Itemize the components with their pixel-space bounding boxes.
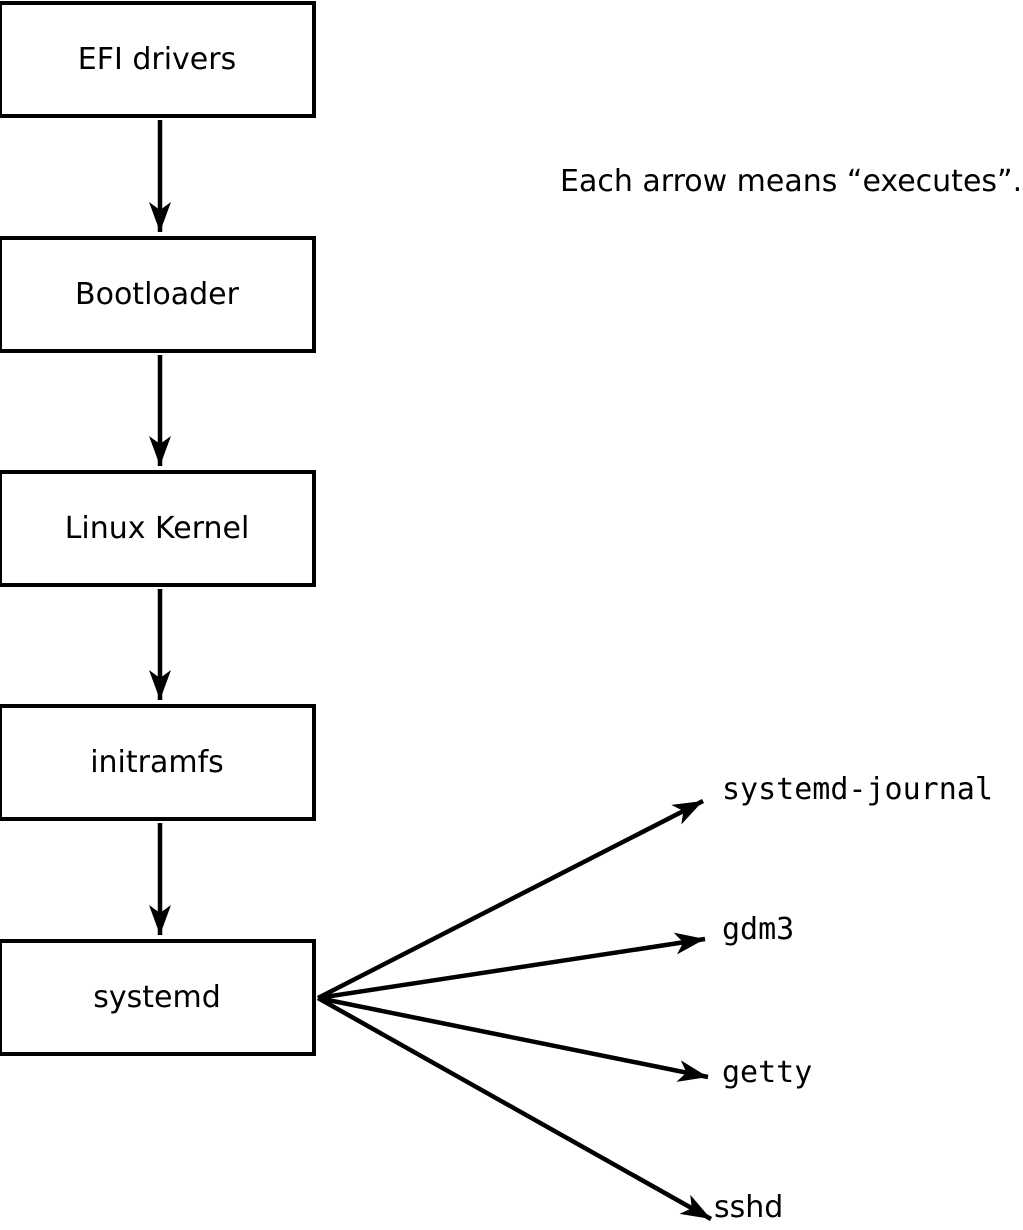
target-gdm3: gdm3 [722, 912, 795, 947]
node-initramfs-label: initramfs [90, 744, 224, 780]
arrow-meaning-note: Each arrow means “executes”. [560, 164, 1023, 199]
node-systemd-label: systemd [93, 979, 221, 1015]
target-sshd: sshd [714, 1190, 784, 1225]
arrow-systemd-to-gdm3 [317, 932, 706, 1001]
arrow-systemd-to-sshd [316, 996, 713, 1221]
target-systemd-journal: systemd-journal [722, 772, 993, 807]
node-bootloader-label: Bootloader [75, 276, 239, 312]
node-linux-kernel: Linux Kernel [0, 470, 316, 587]
arrow-systemd-to-journal [316, 798, 705, 1001]
arrow-systemd-to-getty [317, 995, 709, 1082]
target-getty: getty [722, 1055, 813, 1090]
node-efi-drivers-label: EFI drivers [77, 41, 237, 77]
node-bootloader: Bootloader [0, 236, 316, 353]
node-linux-kernel-label: Linux Kernel [64, 510, 250, 546]
node-efi-drivers: EFI drivers [0, 1, 316, 118]
node-systemd: systemd [0, 939, 316, 1056]
node-initramfs: initramfs [0, 704, 316, 821]
